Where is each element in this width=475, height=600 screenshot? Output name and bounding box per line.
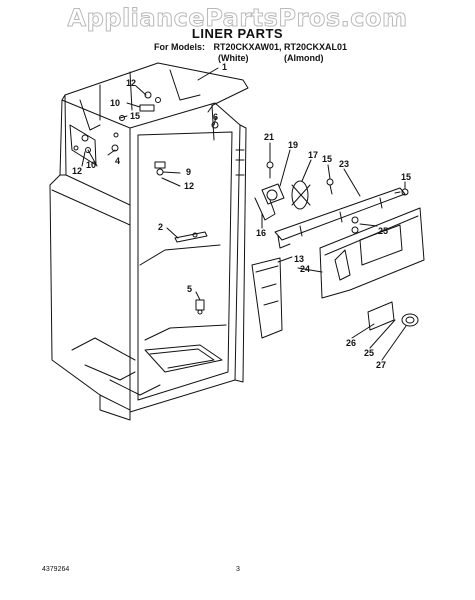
liner-outline — [49, 62, 249, 421]
model-numbers: RT20CKXAW01, RT20CKXAL01 — [213, 42, 348, 52]
callout-23: 23 — [339, 159, 349, 169]
watermark-logo: AppliancePartsPros.com — [67, 4, 408, 33]
callout-5: 5 — [187, 284, 192, 294]
variant-almond: (Almond) — [284, 53, 324, 63]
callout-12: 12 — [126, 78, 136, 88]
callout-12b: 12 — [72, 166, 82, 176]
callout-17: 17 — [308, 150, 318, 160]
callout-13: 13 — [294, 254, 304, 264]
callout-19: 19 — [288, 140, 298, 150]
callout-6: 6 — [213, 112, 218, 122]
callout-16: 16 — [256, 228, 266, 238]
callout-25: 25 — [378, 226, 388, 236]
callout-27: 27 — [376, 360, 386, 370]
models-prefix: For Models: — [154, 42, 205, 52]
callout-labels: 1 12 10 15 6 4 12 10 9 12 2 5 21 19 17 2… — [72, 62, 411, 370]
page-number: 3 — [236, 566, 240, 573]
callout-10: 10 — [110, 98, 120, 108]
page-title: LINER PARTS — [191, 26, 284, 41]
evaporator-fan-assembly — [251, 161, 425, 339]
callout-21: 21 — [264, 132, 274, 142]
callout-4: 4 — [115, 156, 120, 166]
liner-leader-lines — [81, 67, 219, 301]
callout-15b: 15 — [322, 154, 332, 164]
models-line: For Models: RT20CKXAW01, RT20CKXAL01 — [154, 42, 347, 52]
callout-15c: 15 — [401, 172, 411, 182]
callout-24: 24 — [300, 264, 310, 274]
callout-10b: 10 — [86, 160, 96, 170]
document-number: 4379264 — [42, 566, 70, 573]
fan-leader-lines — [261, 142, 407, 361]
variant-white: (White) — [218, 53, 249, 63]
callout-2: 2 — [158, 222, 163, 232]
callout-12c: 12 — [184, 181, 194, 191]
callout-26: 26 — [346, 338, 356, 348]
callout-25b: 25 — [364, 348, 374, 358]
callout-1: 1 — [222, 62, 227, 72]
callout-9: 9 — [186, 167, 191, 177]
liner-small-parts — [73, 91, 219, 315]
callout-15: 15 — [130, 111, 140, 121]
